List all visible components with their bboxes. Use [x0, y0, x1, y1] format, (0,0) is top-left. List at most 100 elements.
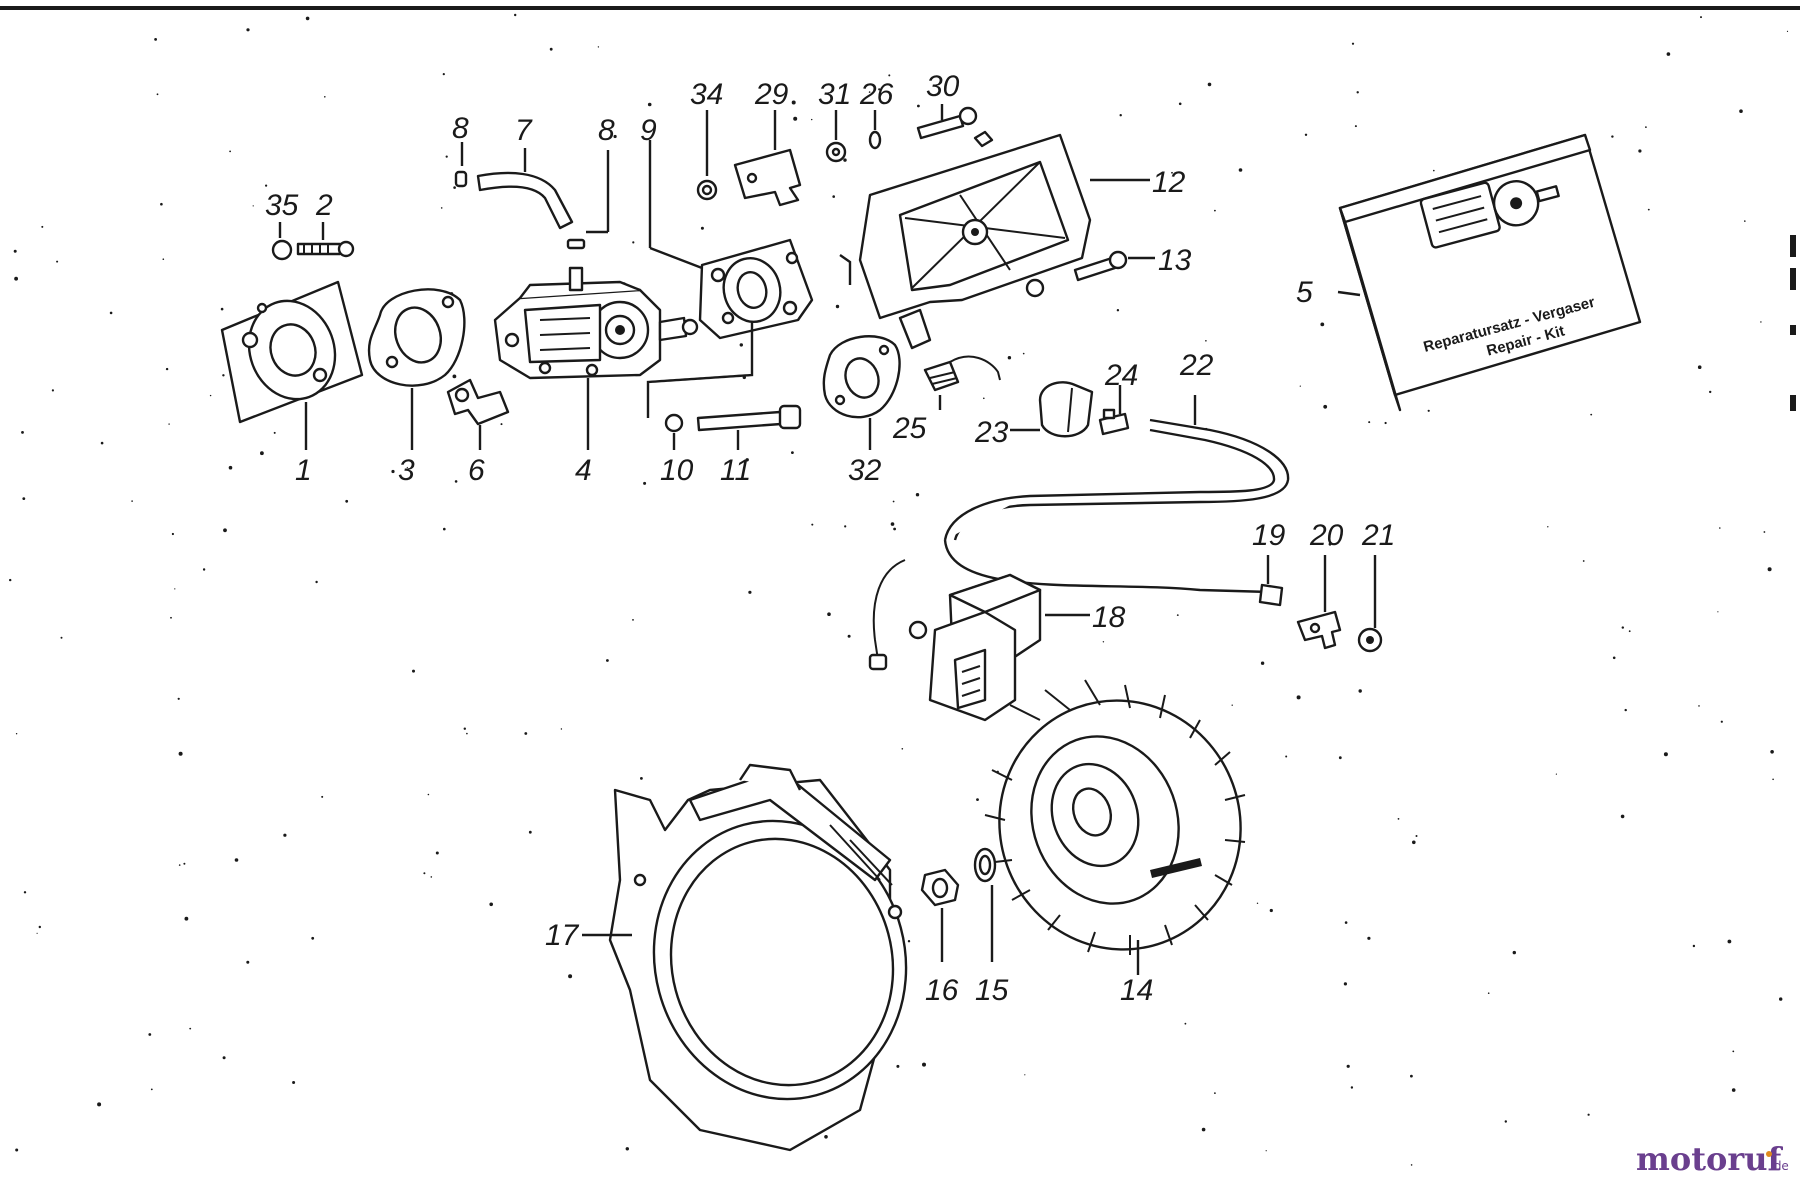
label-part-21: 21 — [1361, 519, 1395, 552]
label-part-14: 14 — [1120, 974, 1153, 1007]
speckle — [292, 1081, 296, 1084]
speckle — [890, 522, 895, 526]
speckle — [1763, 531, 1766, 533]
speckle — [1645, 126, 1647, 128]
speckle — [454, 480, 458, 483]
speckle — [1732, 1050, 1735, 1053]
speckle — [445, 155, 448, 158]
speckle — [321, 795, 324, 798]
speckle — [209, 394, 212, 397]
speckle — [156, 93, 159, 96]
speckle — [178, 751, 183, 756]
speckle — [1692, 944, 1696, 948]
speckle — [440, 207, 443, 209]
speckle — [15, 733, 18, 735]
speckle — [1621, 626, 1625, 629]
label-part-20: 20 — [1309, 519, 1344, 552]
speckle — [811, 118, 813, 121]
speckle — [131, 500, 133, 502]
speckle — [1786, 30, 1789, 32]
speckle — [640, 777, 643, 780]
speckle — [13, 249, 17, 253]
speckle — [1709, 390, 1712, 394]
label-part-1: 1 — [295, 454, 312, 487]
label-part-34: 34 — [690, 78, 723, 111]
label-part-9: 9 — [640, 114, 657, 147]
label-part-30: 30 — [926, 70, 960, 103]
part-4-carburetor — [493, 266, 699, 380]
speckle — [1296, 695, 1301, 700]
speckle — [466, 732, 468, 735]
speckle — [150, 1088, 153, 1091]
part-2-screw — [296, 240, 355, 258]
part-18-ignition-module — [868, 559, 1042, 722]
speckle — [748, 590, 752, 594]
part-14-flywheel — [984, 679, 1246, 955]
label-part-8-left: 8 — [452, 112, 469, 145]
speckle — [174, 588, 176, 590]
part-31-washer — [825, 141, 847, 163]
speckle — [1338, 756, 1342, 760]
speckle — [1368, 421, 1371, 424]
speckle — [463, 727, 466, 730]
speckle — [793, 116, 798, 121]
speckle — [177, 697, 180, 700]
speckle — [1343, 982, 1347, 986]
speckle — [1323, 404, 1328, 409]
label-part-22: 22 — [1179, 349, 1214, 382]
speckle — [36, 932, 38, 934]
speckle — [148, 1033, 152, 1036]
speckle — [162, 258, 165, 261]
part-32-gasket — [822, 335, 901, 419]
speckle — [1119, 114, 1122, 117]
speckle — [1024, 1074, 1026, 1076]
speckle — [160, 202, 163, 206]
motoruf-logo: motoruf .de — [1636, 1140, 1789, 1178]
speckle — [222, 1056, 226, 1060]
speckle — [632, 241, 635, 244]
speckle — [1412, 840, 1416, 845]
part-23-spark-plug-boot — [1038, 381, 1094, 438]
speckle — [183, 862, 186, 865]
part-35-washer — [271, 239, 293, 261]
label-part-15: 15 — [975, 974, 1009, 1007]
part-10-washer — [664, 413, 684, 433]
speckle — [568, 974, 573, 979]
speckle — [15, 1148, 19, 1152]
speckle — [170, 616, 172, 619]
speckle — [791, 100, 796, 105]
label-part-23: 23 — [974, 416, 1009, 449]
label-part-16: 16 — [925, 974, 959, 1007]
speckle — [1350, 1086, 1354, 1089]
speckle — [1358, 689, 1362, 693]
speckle — [1767, 567, 1772, 572]
speckle — [453, 186, 456, 189]
label-part-13: 13 — [1158, 244, 1192, 277]
speckle — [915, 493, 920, 497]
speckle — [832, 195, 835, 198]
speckle — [1346, 1064, 1350, 1068]
speckle — [1320, 322, 1325, 327]
speckle — [1433, 169, 1435, 172]
speckle — [21, 431, 24, 434]
speckle — [745, 458, 749, 462]
speckle — [1285, 755, 1288, 758]
speckle — [229, 150, 232, 153]
part-12-air-filter-housing — [858, 130, 1092, 350]
speckle — [1666, 52, 1671, 56]
speckle — [888, 74, 891, 77]
speckle — [878, 88, 881, 91]
speckle — [1628, 630, 1631, 633]
speckle — [1116, 309, 1120, 312]
speckle — [1587, 1113, 1590, 1116]
speckle — [228, 465, 233, 470]
speckle — [311, 936, 315, 940]
right-margin-marks — [1790, 235, 1796, 411]
speckle — [1260, 661, 1265, 665]
speckle — [1720, 720, 1723, 723]
speckle — [868, 91, 871, 93]
speckle — [632, 619, 634, 621]
label-part-12: 12 — [1152, 166, 1186, 199]
speckle — [1207, 82, 1212, 87]
